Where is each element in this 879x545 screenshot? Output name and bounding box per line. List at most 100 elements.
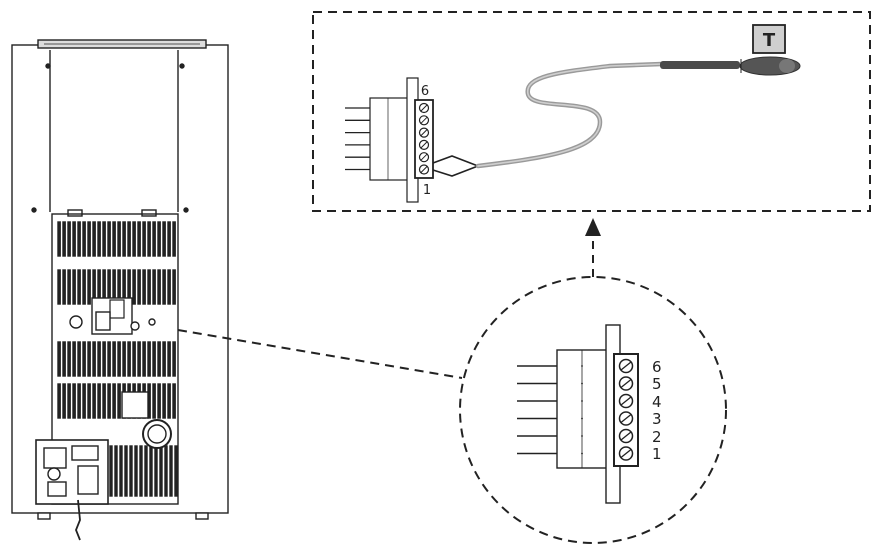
detail-box: 6 1 T: [312, 11, 871, 212]
vent-slot: [152, 383, 156, 419]
vent-slot: [67, 341, 71, 377]
vent-slot: [169, 445, 173, 497]
vent-slot: [112, 341, 116, 377]
vent-slot: [157, 269, 161, 305]
vent-slot: [67, 221, 71, 257]
vent-slot: [62, 383, 66, 419]
sensor-wire-forks: [432, 155, 479, 177]
vent-slot: [167, 221, 171, 257]
vent-slot: [137, 341, 141, 377]
vent-slot: [167, 269, 171, 305]
vent-slot: [117, 383, 121, 419]
temperature-probe: [660, 61, 740, 69]
vent-slot: [157, 383, 161, 419]
vent-slot: [117, 341, 121, 377]
vent-slot: [82, 269, 86, 305]
appliance-rear-view: [11, 39, 229, 541]
vent-slot: [57, 269, 61, 305]
vent-slot: [134, 445, 138, 497]
detail-pins: [345, 107, 370, 171]
vent-slot: [162, 341, 166, 377]
vent-slot: [107, 341, 111, 377]
vent-slot: [112, 383, 116, 419]
vent-slot: [92, 341, 96, 377]
vent-slot: [172, 221, 176, 257]
vent-slot: [77, 221, 81, 257]
sensor-label: T: [763, 30, 776, 51]
vent-slot: [107, 221, 111, 257]
vent-slot: [132, 341, 136, 377]
vent-slot: [162, 269, 166, 305]
terminal-top-label: 6: [421, 84, 429, 99]
vent-slot: [102, 341, 106, 377]
detail-box-outline: [312, 11, 871, 212]
vent-slot: [132, 221, 136, 257]
vent-slot: [92, 221, 96, 257]
terminal-bottom-label: 1: [423, 183, 431, 198]
vent-slot: [114, 445, 118, 497]
vent-slot: [152, 221, 156, 257]
vent-slot: [87, 269, 91, 305]
vent-slot: [77, 383, 81, 419]
vent-slot: [82, 383, 86, 419]
vent-slot: [157, 341, 161, 377]
vent-slot: [87, 341, 91, 377]
vent-slot: [157, 221, 161, 257]
vent-slot: [67, 269, 71, 305]
vent-slot: [107, 383, 111, 419]
vent-slot: [142, 269, 146, 305]
vent-slot: [72, 269, 76, 305]
vent-slot: [164, 445, 168, 497]
vent-slot: [147, 341, 151, 377]
terminal-label: 2: [652, 428, 662, 446]
vent-slot: [147, 269, 151, 305]
vent-slot: [57, 383, 61, 419]
zoom-circle-outline: [459, 276, 727, 544]
terminal-label: 1: [652, 445, 662, 463]
vent-slot: [174, 445, 178, 497]
vent-slot: [142, 221, 146, 257]
zoom-terminal-block: [556, 324, 639, 504]
vent-slot: [162, 221, 166, 257]
zoom-leader-line: [177, 329, 463, 379]
vent-slot: [142, 341, 146, 377]
vent-slot: [92, 383, 96, 419]
vent-slot: [137, 221, 141, 257]
vent-slot: [149, 445, 153, 497]
vent-slot: [82, 221, 86, 257]
vent-slot: [137, 269, 141, 305]
vent-slot: [97, 341, 101, 377]
vent-slot: [72, 383, 76, 419]
vent-slot: [72, 221, 76, 257]
vent-slot: [102, 221, 106, 257]
terminal-label: 5: [652, 375, 662, 393]
sensor-label-badge: [752, 24, 786, 54]
vent-slot: [172, 269, 176, 305]
sensor-cable: [475, 61, 665, 169]
vent-slot: [129, 445, 133, 497]
zoom-screws: [618, 358, 634, 461]
vent-slot: [97, 221, 101, 257]
vent-slot: [119, 445, 123, 497]
vent-slot: [117, 221, 121, 257]
vent-slot: [139, 445, 143, 497]
power-cable: [75, 499, 81, 541]
vent-slot: [122, 221, 126, 257]
vent-slot: [122, 341, 126, 377]
vent-slot: [154, 445, 158, 497]
vent-slot: [144, 445, 148, 497]
vent-slot: [57, 221, 61, 257]
vent-slot: [82, 341, 86, 377]
terminal-label: 3: [652, 410, 662, 428]
ventilation-panel: [51, 213, 179, 505]
vent-slot: [62, 269, 66, 305]
detail-screws: [418, 102, 430, 175]
vent-slot: [87, 221, 91, 257]
vent-slot: [62, 221, 66, 257]
vent-slot: [152, 341, 156, 377]
up-arrow: [585, 218, 601, 277]
vent-slot: [167, 383, 171, 419]
